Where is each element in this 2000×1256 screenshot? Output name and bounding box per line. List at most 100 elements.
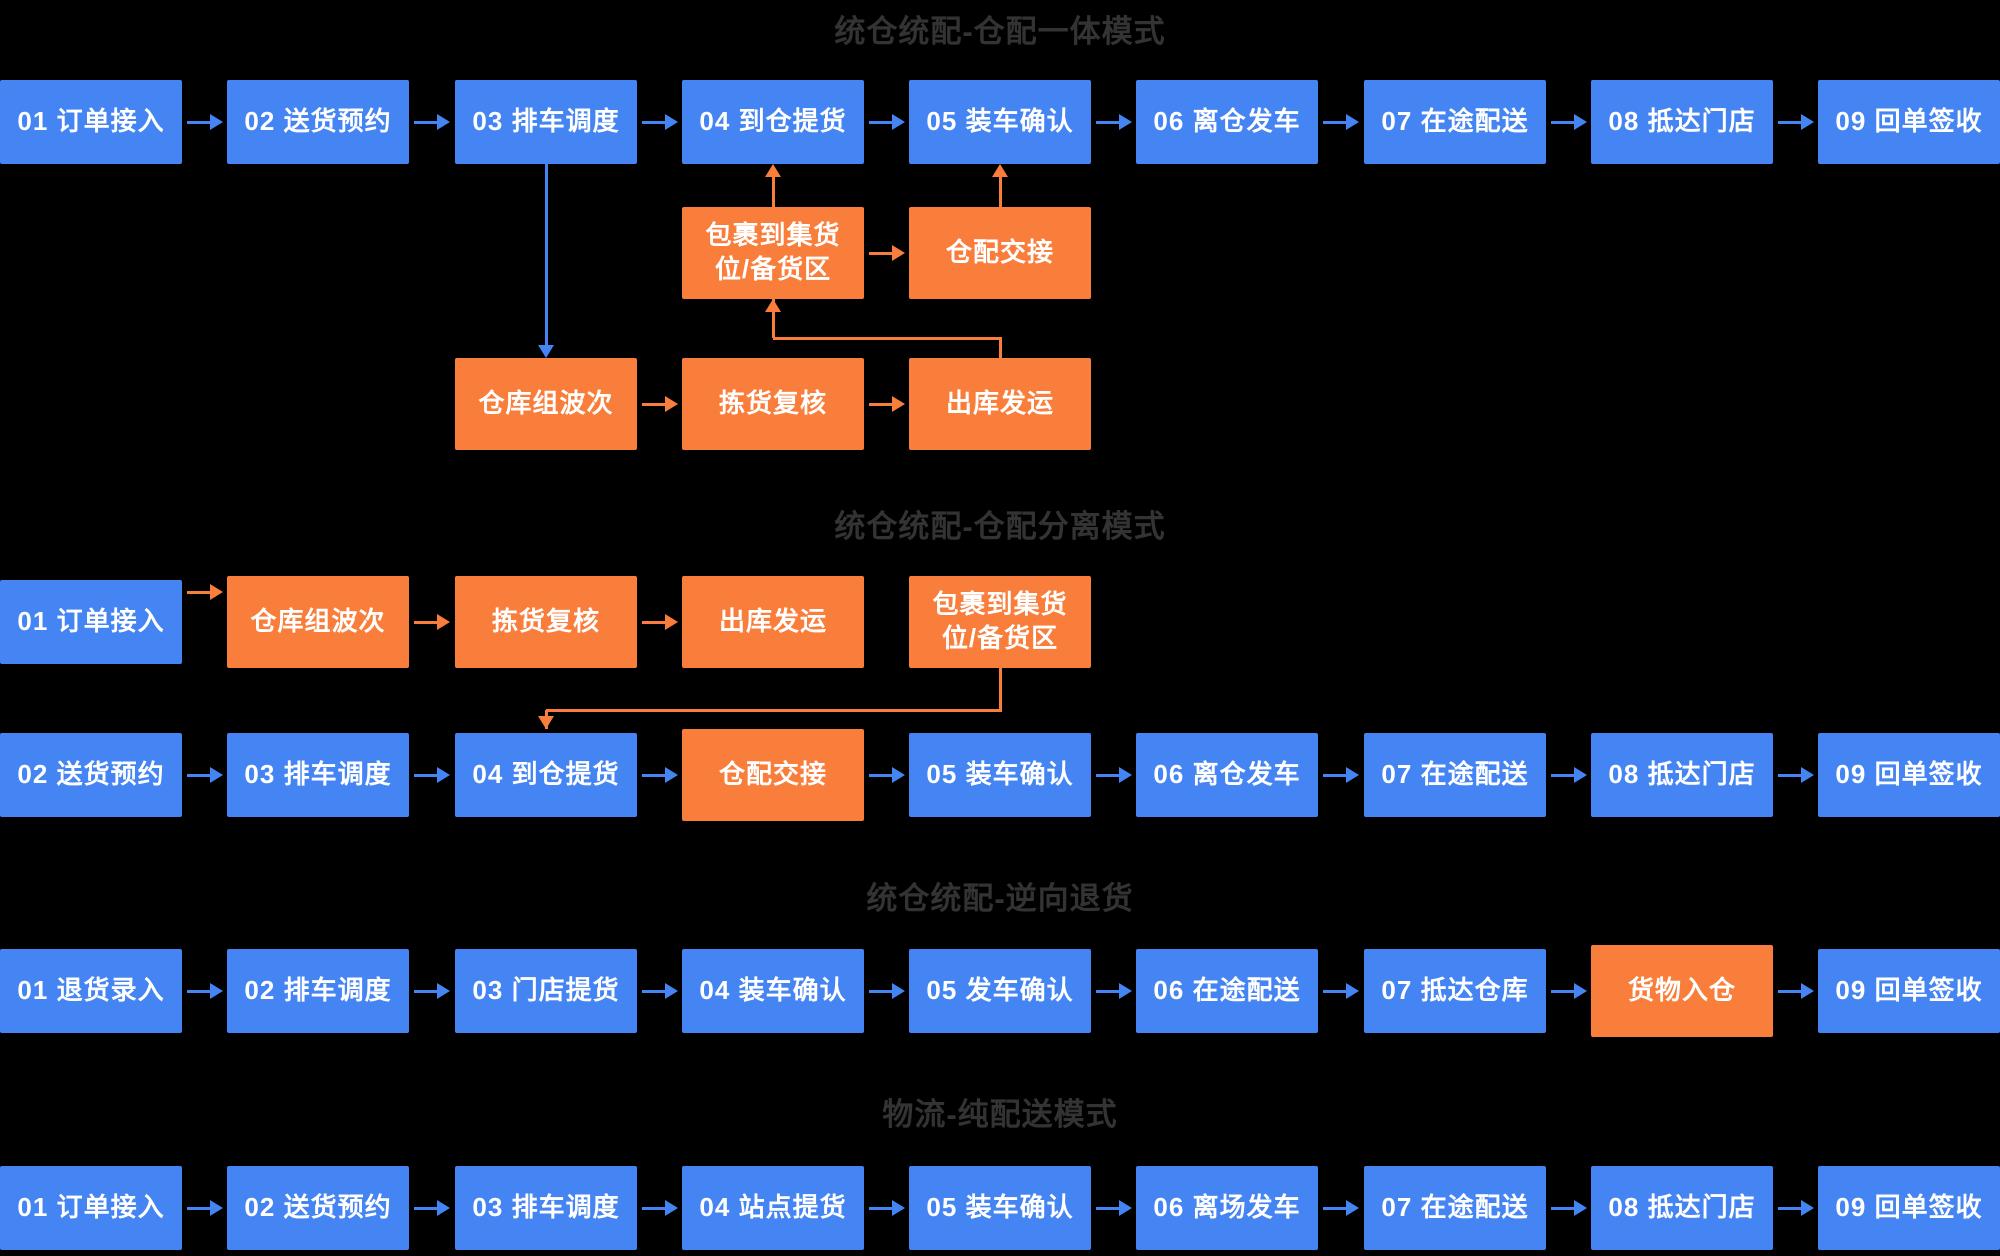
flow-node: 出库发运 bbox=[682, 576, 864, 668]
arrow-line bbox=[1096, 989, 1121, 993]
flow-node: 02 送货预约 bbox=[0, 733, 182, 817]
flow-node: 货物入仓 bbox=[1591, 945, 1773, 1037]
arrow-line bbox=[642, 989, 667, 993]
arrow-head bbox=[1346, 114, 1359, 130]
arrow-line bbox=[771, 176, 775, 207]
arrow-head bbox=[437, 114, 450, 130]
arrow-head bbox=[1801, 1200, 1814, 1216]
arrow-line bbox=[187, 590, 212, 594]
arrow-head bbox=[1801, 767, 1814, 783]
arrow-head bbox=[665, 1200, 678, 1216]
flow-node: 04 到仓提货 bbox=[682, 80, 864, 164]
arrow-line bbox=[869, 989, 894, 993]
arrow-head bbox=[1801, 983, 1814, 999]
arrow-head bbox=[1574, 1200, 1587, 1216]
flow-node: 01 订单接入 bbox=[0, 580, 182, 664]
arrow-line bbox=[642, 120, 667, 124]
arrow-head bbox=[1346, 983, 1359, 999]
flow-node: 08 抵达门店 bbox=[1591, 1166, 1773, 1250]
flow-node: 07 抵达仓库 bbox=[1364, 949, 1546, 1033]
flow-node: 03 排车调度 bbox=[227, 733, 409, 817]
flow-node: 出库发运 bbox=[909, 358, 1091, 450]
arrow-line bbox=[869, 120, 894, 124]
arrow-head bbox=[765, 299, 781, 312]
section-title-reverse-returns: 统仓统配-逆向退货 bbox=[866, 881, 1134, 916]
flow-node: 02 排车调度 bbox=[227, 949, 409, 1033]
arrow-line bbox=[869, 773, 894, 777]
arrow-line bbox=[642, 1206, 667, 1210]
arrow-line bbox=[1323, 989, 1348, 993]
arrow-head bbox=[1574, 114, 1587, 130]
flow-node: 04 站点提货 bbox=[682, 1166, 864, 1250]
arrow-head bbox=[1801, 114, 1814, 130]
arrow-line bbox=[187, 120, 212, 124]
flow-node: 仓配交接 bbox=[909, 207, 1091, 299]
flow-node: 07 在途配送 bbox=[1364, 80, 1546, 164]
arrow-line bbox=[869, 1206, 894, 1210]
section-title-warehouse-delivery-integrated: 统仓统配-仓配一体模式 bbox=[834, 14, 1166, 49]
flow-node: 拣货复核 bbox=[455, 576, 637, 668]
flow-node: 02 送货预约 bbox=[227, 1166, 409, 1250]
arrow-line bbox=[869, 251, 894, 255]
arrow-head bbox=[210, 1200, 223, 1216]
flow-node: 07 在途配送 bbox=[1364, 1166, 1546, 1250]
flow-node: 06 离仓发车 bbox=[1136, 80, 1318, 164]
arrow-line bbox=[1323, 773, 1348, 777]
flow-node: 仓库组波次 bbox=[455, 358, 637, 450]
arrow-head bbox=[665, 396, 678, 412]
flow-node: 05 装车确认 bbox=[909, 1166, 1091, 1250]
flow-node: 06 离场发车 bbox=[1136, 1166, 1318, 1250]
flow-node: 06 离仓发车 bbox=[1136, 733, 1318, 817]
arrow-line bbox=[414, 620, 439, 624]
flow-node: 拣货复核 bbox=[682, 358, 864, 450]
flow-node: 09 回单签收 bbox=[1818, 949, 2000, 1033]
arrow-head bbox=[892, 114, 905, 130]
arrow-line bbox=[1778, 989, 1803, 993]
arrow-line bbox=[1551, 1206, 1576, 1210]
arrow-head bbox=[892, 983, 905, 999]
arrow-line bbox=[187, 989, 212, 993]
arrow-line bbox=[1778, 1206, 1803, 1210]
arrow-line bbox=[773, 336, 1002, 340]
arrow-head bbox=[892, 396, 905, 412]
arrow-head bbox=[437, 1200, 450, 1216]
flow-node: 02 送货预约 bbox=[227, 80, 409, 164]
arrow-head bbox=[765, 164, 781, 177]
flow-node: 08 抵达门店 bbox=[1591, 733, 1773, 817]
arrow-head bbox=[665, 983, 678, 999]
arrow-head bbox=[665, 614, 678, 630]
arrow-line bbox=[187, 773, 212, 777]
arrow-head bbox=[1574, 983, 1587, 999]
flow-node: 09 回单签收 bbox=[1818, 733, 2000, 817]
arrow-head bbox=[210, 767, 223, 783]
arrow-line bbox=[544, 164, 548, 346]
arrow-head bbox=[1119, 983, 1132, 999]
arrow-line bbox=[642, 402, 667, 406]
arrow-head bbox=[210, 584, 223, 600]
arrow-line bbox=[998, 176, 1002, 207]
flow-node: 包裹到集货 位/备货区 bbox=[682, 207, 864, 299]
arrow-line bbox=[1778, 773, 1803, 777]
arrow-head bbox=[1119, 1200, 1132, 1216]
flow-node: 08 抵达门店 bbox=[1591, 80, 1773, 164]
arrow-head bbox=[210, 983, 223, 999]
section-title-warehouse-delivery-separated: 统仓统配-仓配分离模式 bbox=[834, 509, 1166, 544]
flow-node: 仓库组波次 bbox=[227, 576, 409, 668]
arrow-line bbox=[1778, 120, 1803, 124]
flow-node: 仓配交接 bbox=[682, 729, 864, 821]
flow-node: 01 订单接入 bbox=[0, 1166, 182, 1250]
arrow-line bbox=[1551, 120, 1576, 124]
arrow-line bbox=[998, 668, 1002, 710]
flow-node: 04 到仓提货 bbox=[455, 733, 637, 817]
flow-node: 05 发车确认 bbox=[909, 949, 1091, 1033]
arrow-head bbox=[1574, 767, 1587, 783]
arrow-line bbox=[1096, 1206, 1121, 1210]
section-title-pure-delivery: 物流-纯配送模式 bbox=[882, 1097, 1118, 1132]
arrow-line bbox=[998, 338, 1002, 358]
arrow-head bbox=[665, 114, 678, 130]
arrow-line bbox=[1323, 120, 1348, 124]
flow-node: 03 排车调度 bbox=[455, 80, 637, 164]
flow-node: 03 门店提货 bbox=[455, 949, 637, 1033]
arrow-head bbox=[892, 245, 905, 261]
